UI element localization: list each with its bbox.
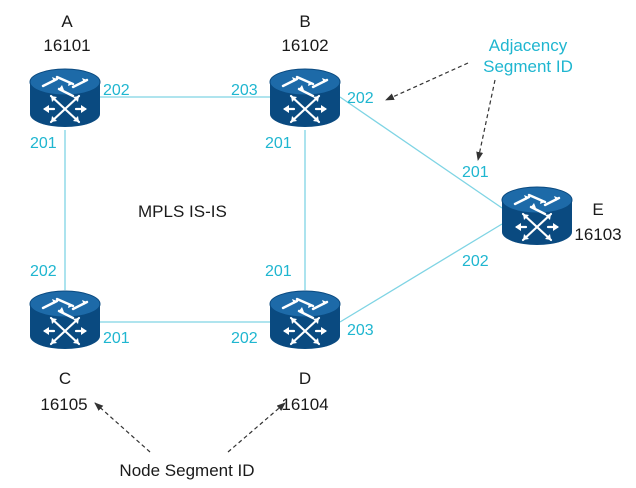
node-segment-arrow-to-d	[227, 402, 286, 453]
adjacency-arrow-to-b	[385, 62, 469, 101]
node-d-name: D	[299, 369, 311, 388]
node-c-sid: 16105	[40, 395, 87, 414]
adjacency-callout-line1: Adjacency	[489, 36, 568, 55]
node-b-name: B	[299, 12, 310, 31]
node-e-sid: 16103	[574, 225, 621, 244]
node-d-sid: 16104	[281, 395, 328, 414]
router-icon	[28, 67, 102, 129]
port-label-b-bottom: 201	[265, 135, 292, 152]
port-label-e-upper: 201	[462, 164, 489, 181]
port-label-d-left: 202	[231, 330, 258, 347]
link-b-e	[339, 96, 503, 209]
link-d-e	[339, 223, 503, 323]
area-label: MPLS IS-IS	[138, 202, 227, 221]
node-a-name: A	[61, 12, 73, 31]
node-e-name: E	[592, 200, 603, 219]
port-label-a-right: 202	[103, 82, 130, 99]
port-label-c-right: 201	[103, 330, 130, 347]
router-icon	[28, 289, 102, 351]
port-label-c-top: 202	[30, 263, 57, 280]
adjacency-arrow-to-e	[476, 79, 496, 161]
links	[64, 96, 503, 323]
port-label-d-top: 201	[265, 263, 292, 280]
node-a-sid: 16101	[43, 36, 90, 55]
node-b-sid: 16102	[281, 36, 328, 55]
port-label-b-right: 202	[347, 90, 374, 107]
router-icon	[500, 185, 574, 247]
node-c-name: C	[59, 369, 71, 388]
node-segment-callout: Node Segment ID	[119, 461, 254, 480]
port-label-b-left: 203	[231, 82, 258, 99]
router-icon	[268, 67, 342, 129]
node-segment-arrow-to-c	[94, 402, 151, 453]
port-label-a-bottom: 201	[30, 135, 57, 152]
adjacency-callout-line2: Segment ID	[483, 57, 573, 76]
router-icon	[268, 289, 342, 351]
port-label-d-right: 203	[347, 322, 374, 339]
port-label-e-lower: 202	[462, 253, 489, 270]
